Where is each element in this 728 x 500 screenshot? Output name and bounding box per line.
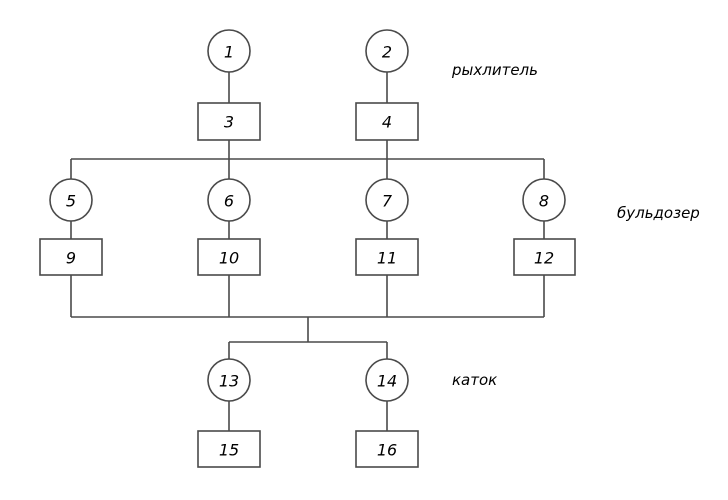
node-label: 2 bbox=[382, 43, 392, 62]
node-7: 7 bbox=[365, 178, 409, 222]
node-14: 14 bbox=[365, 358, 409, 402]
node-box bbox=[355, 102, 419, 141]
node-label: 5 bbox=[66, 192, 76, 211]
group-label-bulldozer: бульдозер bbox=[617, 204, 700, 222]
node-4: 4 bbox=[355, 102, 419, 141]
node-label: 16 bbox=[377, 441, 397, 460]
node-11: 11 bbox=[355, 238, 419, 276]
node-2: 2 bbox=[365, 29, 409, 73]
node-label: 4 bbox=[382, 113, 392, 132]
node-circle bbox=[207, 29, 251, 73]
node-label: 10 bbox=[219, 249, 239, 268]
node-circle bbox=[207, 178, 251, 222]
node-3: 3 bbox=[197, 102, 261, 141]
node-label: 9 bbox=[66, 249, 76, 268]
node-label: 3 bbox=[224, 113, 234, 132]
node-10: 10 bbox=[197, 238, 261, 276]
node-12: 12 bbox=[513, 238, 576, 276]
node-5: 5 bbox=[49, 178, 93, 222]
node-box bbox=[197, 430, 261, 468]
node-9: 9 bbox=[39, 238, 103, 276]
node-circle bbox=[49, 178, 93, 222]
node-box bbox=[355, 238, 419, 276]
node-15: 15 bbox=[197, 430, 261, 468]
node-label: 15 bbox=[219, 441, 239, 460]
node-label: 6 bbox=[224, 192, 234, 211]
node-box bbox=[39, 238, 103, 276]
node-box bbox=[197, 238, 261, 276]
node-label: 14 bbox=[377, 372, 397, 391]
node-circle bbox=[207, 358, 251, 402]
node-box bbox=[513, 238, 576, 276]
node-16: 16 bbox=[355, 430, 419, 468]
node-circle bbox=[365, 29, 409, 73]
node-box bbox=[355, 430, 419, 468]
node-8: 8 bbox=[522, 178, 566, 222]
node-box bbox=[197, 102, 261, 141]
node-label: 8 bbox=[539, 192, 549, 211]
node-label: 13 bbox=[219, 372, 239, 391]
node-circle bbox=[522, 178, 566, 222]
node-label: 12 bbox=[534, 249, 554, 268]
node-1: 1 bbox=[207, 29, 251, 73]
connectors bbox=[70, 72, 545, 431]
node-label: 7 bbox=[382, 192, 393, 211]
group-label-loosener: рыхлитель bbox=[451, 61, 538, 79]
node-label: 11 bbox=[377, 249, 397, 268]
node-13: 13 bbox=[207, 358, 251, 402]
node-circle bbox=[365, 178, 409, 222]
group-label-roller: каток bbox=[452, 371, 497, 389]
node-label: 1 bbox=[224, 43, 234, 62]
node-6: 6 bbox=[207, 178, 251, 222]
node-circle bbox=[365, 358, 409, 402]
